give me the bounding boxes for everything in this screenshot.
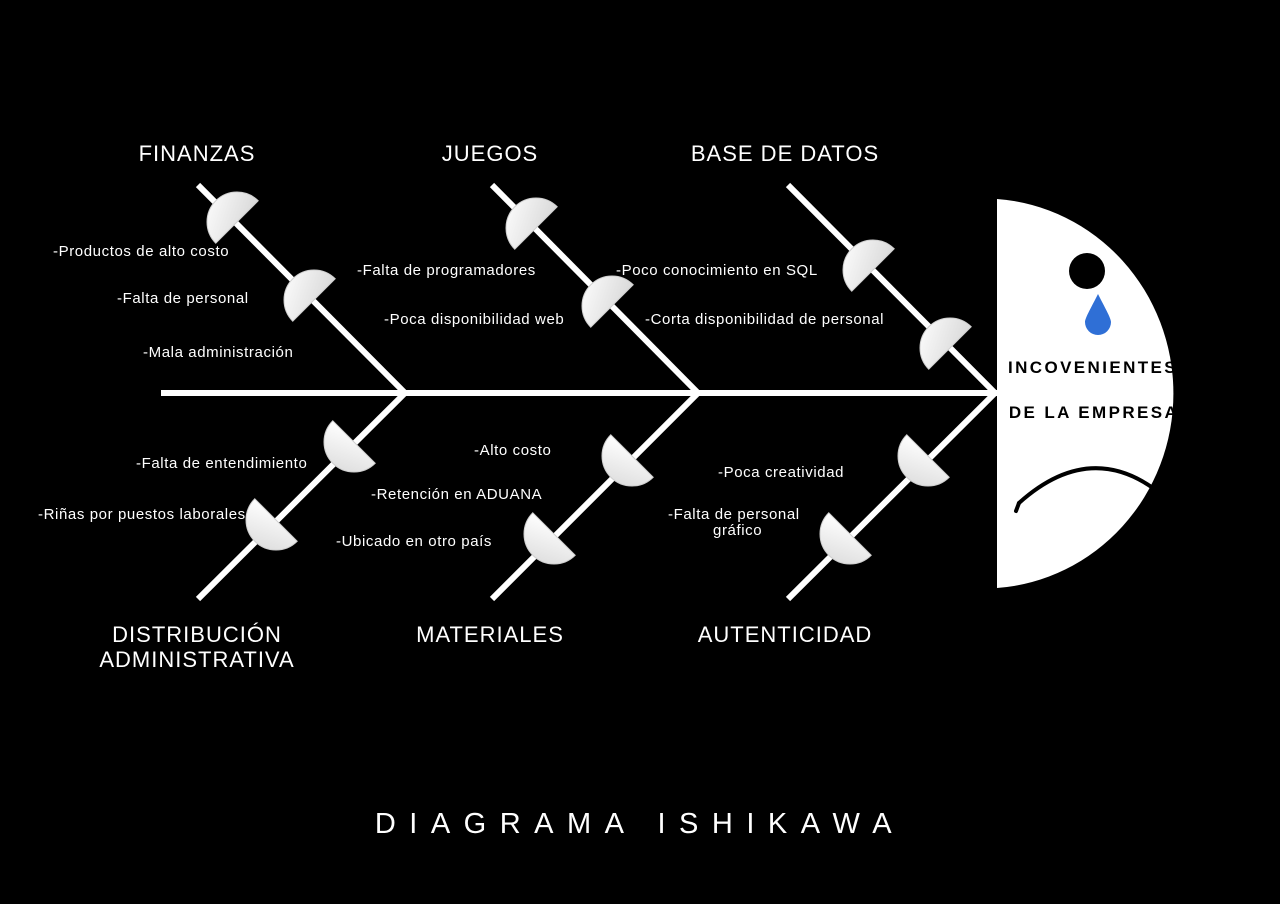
- category-distribucion-line2: ADMINISTRATIVA: [99, 647, 295, 672]
- category-finanzas: FINANZAS: [138, 141, 256, 166]
- problem-line1: INCOVENIENTES: [1007, 358, 1179, 377]
- category-juegos: JUEGOS: [441, 141, 539, 166]
- tear-drop-icon: [1085, 294, 1111, 335]
- eye-icon: [1069, 253, 1105, 289]
- cause-autenticidad-1: -Poca creatividad: [718, 464, 845, 481]
- diagram-title: DIAGRAMA ISHIKAWA: [374, 808, 906, 840]
- scale: [842, 239, 895, 292]
- cause-finanzas-3: -Mala administración: [143, 344, 294, 361]
- problem-line2: DE LA EMPRESA: [1008, 403, 1180, 422]
- cause-distribucion-2: -Riñas por puestos laborales: [38, 506, 246, 523]
- cause-juegos-2: -Poca disponibilidad web: [384, 311, 565, 328]
- cause-autenticidad-2-line2: gráfico: [713, 522, 763, 539]
- bone-materiales: [489, 390, 701, 602]
- cause-materiales-2: -Retención en ADUANA: [371, 486, 543, 503]
- cause-finanzas-2: -Falta de personal: [117, 290, 249, 307]
- fish-head: [997, 199, 1174, 588]
- scale: [323, 420, 376, 473]
- scale: [601, 434, 654, 487]
- category-distribucion: DISTRIBUCIÓN ADMINISTRATIVA: [99, 622, 294, 672]
- bone-autenticidad: [785, 390, 998, 602]
- cause-materiales-1: -Alto costo: [474, 442, 552, 459]
- category-materiales: MATERIALES: [416, 622, 564, 647]
- cause-distribucion-1: -Falta de entendimiento: [136, 455, 308, 472]
- cause-base-datos-2: -Corta disponibilidad de personal: [645, 311, 885, 328]
- scale: [581, 275, 634, 328]
- scale: [283, 269, 336, 322]
- cause-autenticidad-2: -Falta de personal: [668, 506, 800, 523]
- bone-distribucion: [195, 390, 408, 602]
- scale: [245, 498, 298, 551]
- sad-mouth-icon: [1017, 466, 1155, 505]
- scale: [919, 317, 972, 370]
- cause-juegos-1: -Falta de programadores: [357, 262, 536, 279]
- cause-finanzas-1: -Productos de alto costo: [53, 243, 230, 260]
- category-base-de-datos: BASE DE DATOS: [690, 141, 880, 166]
- scale: [523, 512, 576, 565]
- cause-materiales-3: -Ubicado en otro país: [336, 533, 493, 550]
- scale: [819, 512, 872, 565]
- category-autenticidad: AUTENTICIDAD: [697, 622, 873, 647]
- bone-base-de-datos: [785, 182, 998, 396]
- scale: [206, 191, 259, 244]
- category-distribucion-line1: DISTRIBUCIÓN: [112, 622, 282, 647]
- scale: [505, 197, 558, 250]
- cause-base-datos-1: -Poco conocimiento en SQL: [616, 262, 818, 279]
- scale: [897, 434, 950, 487]
